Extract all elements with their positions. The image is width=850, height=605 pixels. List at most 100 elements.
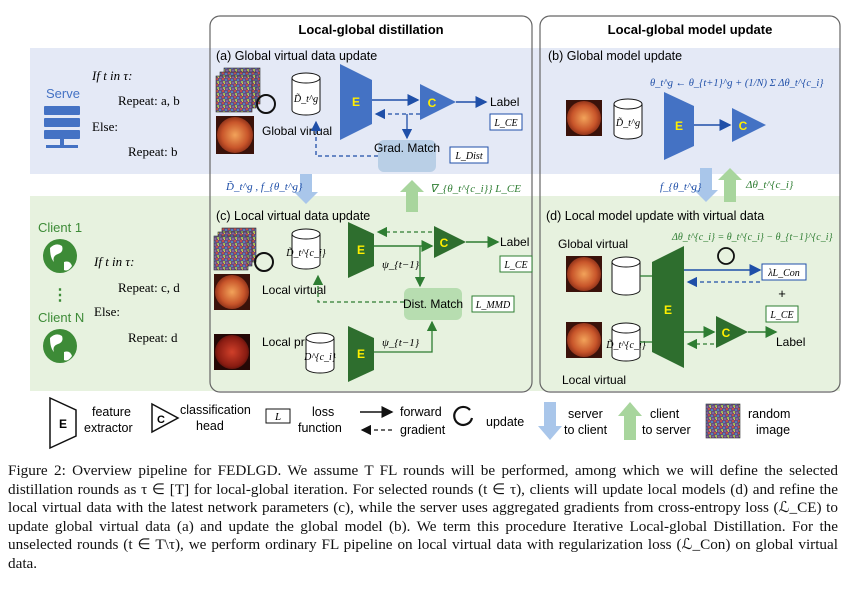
legend-L: L (274, 411, 281, 423)
client-if: If t in τ: (93, 254, 134, 269)
database-icon (611, 322, 641, 362)
legend-E: E (59, 417, 67, 431)
fundus-image (566, 322, 602, 358)
fundus-image (566, 256, 602, 292)
gradient-arrow (310, 120, 378, 157)
classifier-C-label: C (440, 236, 449, 250)
random-image-stack (215, 67, 261, 113)
gradient-arrow (312, 274, 404, 303)
update-loop-icon (717, 247, 735, 265)
forward-arrow (374, 320, 438, 353)
encoder-E (652, 246, 684, 368)
encoder-E-label: E (664, 303, 672, 317)
server-icon (44, 106, 80, 148)
server-else: Else: (92, 119, 118, 134)
distillation-panel (209, 15, 533, 393)
encoder-E (348, 222, 374, 278)
caption-label: Figure 2: (8, 462, 66, 479)
legend-update: update (486, 415, 524, 429)
loss-ce: L_CE (769, 310, 793, 321)
client-else: Else: (94, 304, 120, 319)
classifier-C-label: C (428, 96, 437, 110)
client-to-server-arrow (400, 180, 424, 212)
encoder-E (664, 92, 694, 160)
fundus-image (214, 274, 250, 310)
down-transfer-right: f_{θ_t^g} (660, 181, 702, 193)
private-symbol: D^{c_i} (303, 352, 336, 363)
loss-box (471, 295, 515, 313)
encoder-E-label: E (357, 347, 365, 361)
database-icon (291, 228, 321, 270)
loss-mmd: L_MMD (475, 300, 511, 311)
classifier-C (716, 316, 748, 348)
server-to-client-arrow (694, 168, 718, 202)
globe-icon (43, 239, 77, 273)
fundus-image (566, 100, 602, 136)
down-transfer-left: D̃_t^g , f_{θ_t^g} (225, 180, 303, 193)
server-label: Serve (46, 86, 80, 101)
legend-gradient: gradient (400, 423, 446, 437)
label-text: Label (490, 95, 519, 109)
loss-box (761, 263, 807, 281)
panel-c-title: (c) Local virtual data update (216, 209, 370, 223)
psi-label: ψ_{t−1} (382, 259, 420, 271)
data-symbol: D̃_t^{c_i} (285, 246, 325, 259)
encoder-E (348, 326, 374, 382)
legend-update-icon (453, 405, 474, 427)
caption-text: Overview pipeline for FEDLGD. We assume … (8, 462, 839, 572)
client-repeat-cd: Repeat: c, d (118, 280, 180, 295)
label-text: Label (500, 235, 529, 249)
legend-random-image-icon (705, 403, 741, 439)
loss-ce: L_CE (503, 260, 527, 271)
legend-forward: forward (400, 405, 442, 419)
classifier-C (420, 84, 456, 120)
data-symbol: D̃_t^g (615, 116, 640, 129)
loss-dist: L_Dist (454, 151, 482, 162)
database-icon (305, 332, 335, 374)
distillation-panel-title: Local-global distillation (298, 22, 443, 37)
local-virtual-label: Local virtual (262, 283, 326, 297)
legend-server-to-client-icon (538, 402, 562, 440)
encoder-E-label: E (352, 95, 360, 109)
dist-match-text: Dist. Match (403, 297, 463, 311)
loss-ce: L_CE (493, 118, 517, 129)
loss-con: λL_Con (767, 268, 800, 279)
client-repeat-d: Repeat: d (128, 330, 178, 345)
up-transfer-left: ∇_{θ_t^{c_i}} L_CE (430, 183, 521, 195)
loss-box (765, 305, 799, 323)
local-virtual-label: Local virtual (562, 373, 626, 387)
client1-label: Client 1 (38, 220, 82, 235)
legend-client-to-server-icon (618, 402, 642, 440)
model-update-panel (539, 15, 841, 393)
update-loop-icon (254, 252, 274, 272)
loss-box (489, 113, 523, 131)
database-icon (611, 256, 641, 296)
server-repeat-b: Repeat: b (128, 144, 177, 159)
global-update-eq: θ_t^g ← θ_{t+1}^g + (1/N) Σ Δθ_t^{c_i} (650, 78, 824, 89)
label-text: Label (776, 335, 805, 349)
update-loop-icon (256, 94, 276, 114)
fundus-image (214, 334, 250, 370)
data-symbol: D̃_t^g (293, 92, 318, 105)
client-to-server-arrow (718, 168, 742, 202)
psi-label: ψ_{t−1} (382, 337, 420, 349)
global-virtual-label: Global virtual (558, 237, 628, 251)
classifier-C-label: C (739, 119, 748, 133)
panel-d-title: (d) Local model update with virtual data (546, 209, 764, 223)
globe-icon (43, 329, 77, 363)
delta-eq: Δθ_t^{c_i} = θ_t^{c_i} − θ_{t−1}^{c_i} (671, 232, 832, 243)
client-ellipsis: ⋮ (52, 287, 68, 304)
database-icon (613, 98, 643, 140)
model-update-panel-title: Local-global model update (608, 22, 773, 37)
dist-match-box (404, 288, 462, 320)
panel-a-title: (a) Global virtual data update (216, 49, 377, 63)
plus-sign: + (778, 286, 786, 301)
database-icon (291, 72, 321, 116)
fundus-image (216, 116, 254, 154)
clientN-label: Client N (38, 310, 84, 325)
